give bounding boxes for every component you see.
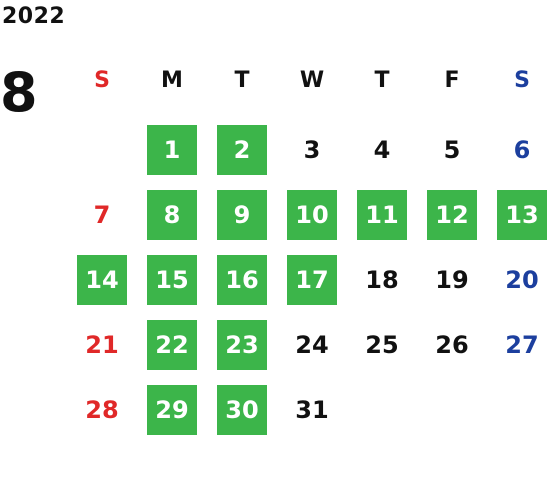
calendar-day-27[interactable]: 27: [505, 331, 539, 359]
calendar-day-17[interactable]: 17: [287, 255, 337, 305]
calendar-day-19[interactable]: 19: [435, 266, 469, 294]
calendar-day-26[interactable]: 26: [435, 331, 469, 359]
weekday-header-wed: W: [299, 68, 325, 93]
weekday-header-tue: T: [234, 68, 250, 93]
calendar-day-3[interactable]: 3: [303, 136, 321, 164]
weekday-header-thu: T: [374, 68, 390, 93]
calendar-day-31[interactable]: 31: [295, 396, 329, 424]
calendar-day-7[interactable]: 7: [93, 201, 111, 229]
calendar-day-11[interactable]: 11: [357, 190, 407, 240]
calendar-day-16[interactable]: 16: [217, 255, 267, 305]
calendar-day-10[interactable]: 10: [287, 190, 337, 240]
calendar-day-2[interactable]: 2: [217, 125, 267, 175]
weekday-header-fri: F: [444, 68, 460, 93]
calendar-day-6[interactable]: 6: [513, 136, 531, 164]
calendar-day-20[interactable]: 20: [505, 266, 539, 294]
weekday-header-mon: M: [161, 68, 183, 93]
calendar-day-23[interactable]: 23: [217, 320, 267, 370]
calendar-day-8[interactable]: 8: [147, 190, 197, 240]
calendar-day-12[interactable]: 12: [427, 190, 477, 240]
calendar-day-22[interactable]: 22: [147, 320, 197, 370]
calendar-year: 2022: [2, 4, 66, 29]
weekday-header-sat: S: [514, 68, 530, 93]
calendar-day-15[interactable]: 15: [147, 255, 197, 305]
calendar-day-18[interactable]: 18: [365, 266, 399, 294]
calendar-day-5[interactable]: 5: [443, 136, 461, 164]
calendar-day-4[interactable]: 4: [373, 136, 391, 164]
calendar-day-29[interactable]: 29: [147, 385, 197, 435]
calendar-day-28[interactable]: 28: [85, 396, 119, 424]
calendar-day-24[interactable]: 24: [295, 331, 329, 359]
calendar-day-14[interactable]: 14: [77, 255, 127, 305]
calendar-day-13[interactable]: 13: [497, 190, 547, 240]
calendar-day-21[interactable]: 21: [85, 331, 119, 359]
weekday-header-sun: S: [94, 68, 110, 93]
calendar-day-1[interactable]: 1: [147, 125, 197, 175]
calendar-day-25[interactable]: 25: [365, 331, 399, 359]
calendar-day-9[interactable]: 9: [217, 190, 267, 240]
calendar-month: 8: [0, 61, 38, 124]
calendar-day-30[interactable]: 30: [217, 385, 267, 435]
